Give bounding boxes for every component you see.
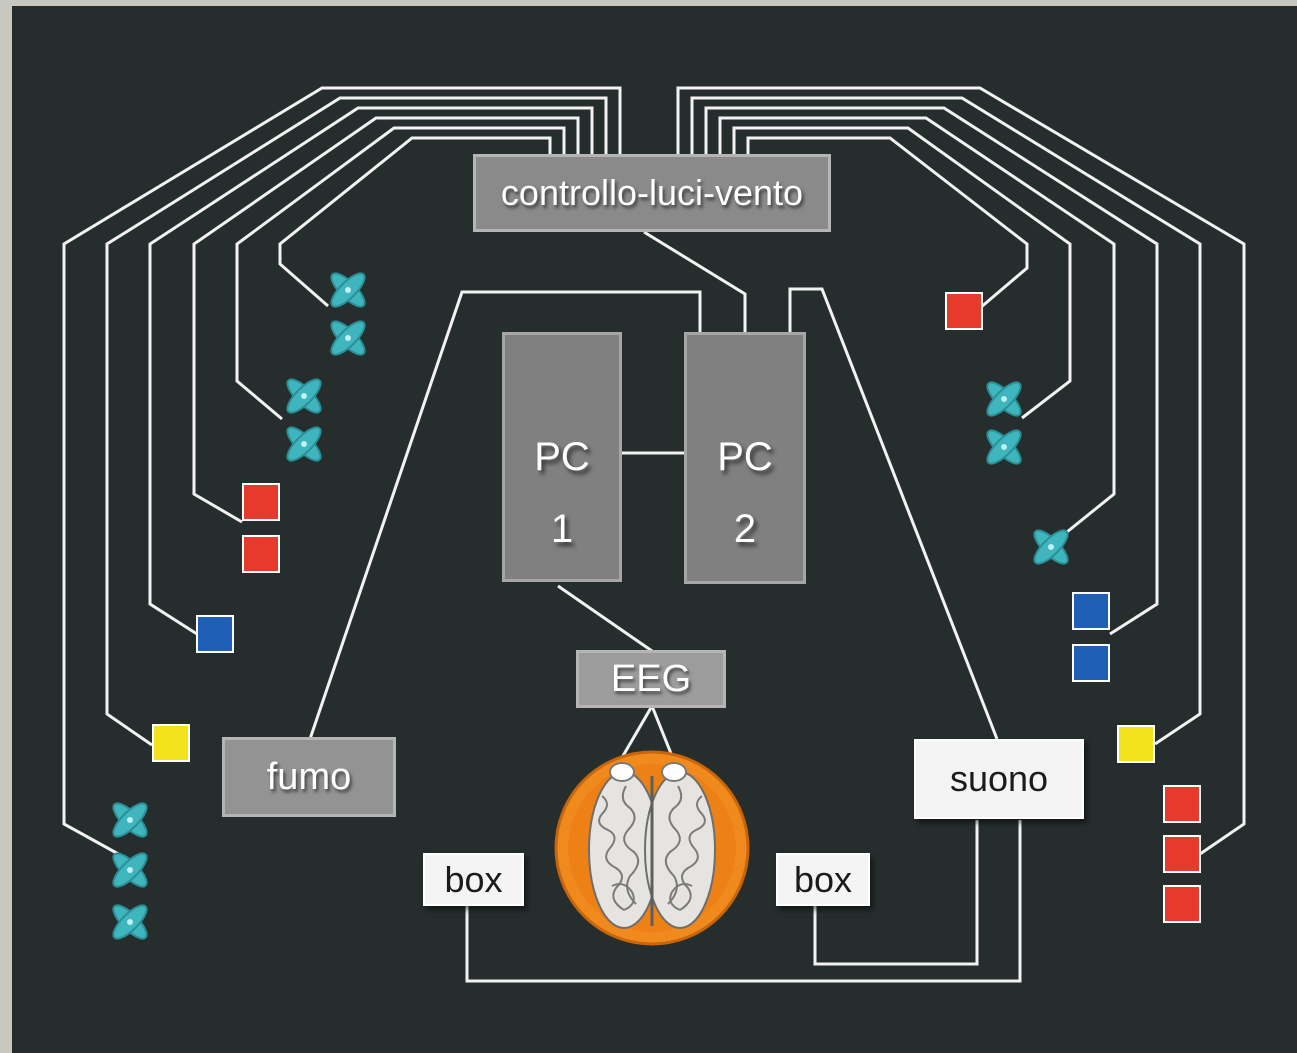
- pc2-number: 2: [733, 507, 757, 551]
- diagram-board: controllo-luci-vento PC 1 PC 2 EEG fumo …: [12, 6, 1297, 1053]
- light-icon: [242, 483, 280, 521]
- smoke-label: fumo: [222, 737, 396, 817]
- pc1-unit: PC 1: [502, 332, 622, 582]
- controller-label: controllo-luci-vento: [473, 154, 831, 232]
- box-right-label: box: [776, 853, 870, 906]
- fan-icon: [1028, 524, 1074, 570]
- fan-icon: [981, 376, 1027, 422]
- light-icon: [242, 535, 280, 573]
- light-icon: [1117, 725, 1155, 763]
- light-icon: [1072, 592, 1110, 630]
- fan-icon: [325, 315, 371, 361]
- light-icon: [1072, 644, 1110, 682]
- pc2-unit: PC 2: [684, 332, 806, 584]
- wires-right: [676, 86, 1246, 856]
- fan-icon: [107, 797, 153, 843]
- fan-icon: [107, 899, 153, 945]
- wires-center: [308, 230, 1022, 983]
- brain-group: [554, 750, 750, 946]
- wiring: [62, 86, 1246, 983]
- wires-left: [62, 86, 622, 858]
- brain-icon: [588, 771, 716, 929]
- fan-icon: [107, 847, 153, 893]
- fan-icon: [281, 373, 327, 419]
- sound-label: suono: [914, 739, 1084, 819]
- light-icon: [152, 724, 190, 762]
- pc1-name: PC: [534, 435, 590, 479]
- fan-icon: [281, 421, 327, 467]
- light-icon: [1163, 785, 1201, 823]
- light-devices: [152, 292, 1201, 923]
- pc1-number: 1: [550, 507, 574, 551]
- pc2-name: PC: [717, 435, 773, 479]
- light-icon: [1163, 885, 1201, 923]
- box-left-label: box: [423, 853, 524, 906]
- fan-icon: [325, 267, 371, 313]
- electrode-icon: [609, 762, 635, 782]
- light-icon: [945, 292, 983, 330]
- fan-icon: [981, 424, 1027, 470]
- light-icon: [1163, 835, 1201, 873]
- electrode-icon: [661, 762, 687, 782]
- eeg-label: EEG: [576, 650, 726, 708]
- light-icon: [196, 615, 234, 653]
